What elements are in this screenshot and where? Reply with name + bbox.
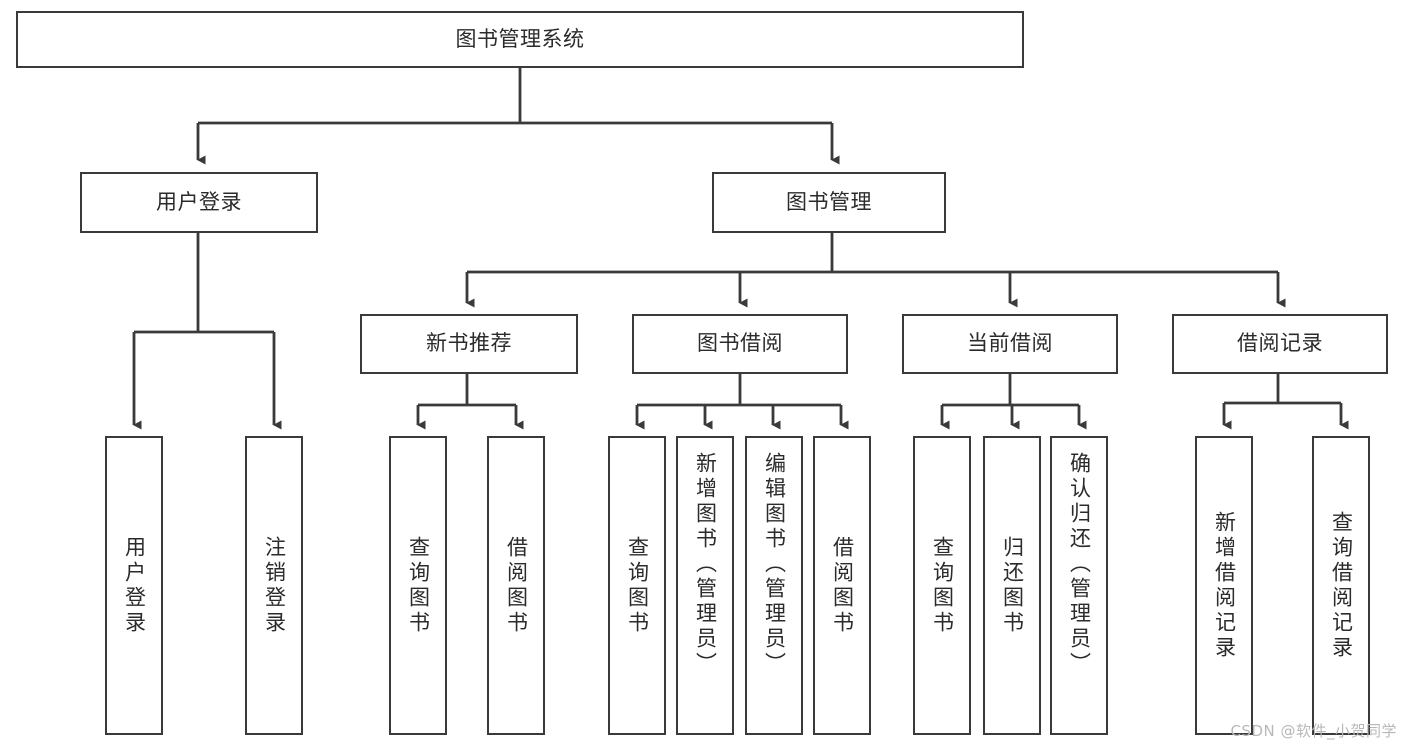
node-label: 当前借阅 xyxy=(967,331,1053,356)
node-label: 确认归还（管理员） xyxy=(1067,452,1092,677)
node-label: 注销登录 xyxy=(262,535,287,636)
node-label: 借阅记录 xyxy=(1237,331,1323,356)
leaf-borrow-record-add[interactable]: 新增借阅记录 xyxy=(1195,436,1253,735)
node-label: 归还图书 xyxy=(1000,535,1025,636)
node-label: 图书借阅 xyxy=(697,331,783,356)
leaf-book-borrow-edit[interactable]: 编辑图书（管理员） xyxy=(745,436,803,735)
node-label: 查询图书 xyxy=(930,535,955,636)
node-borrow-record[interactable]: 借阅记录 xyxy=(1172,314,1388,374)
leaf-user-login-login[interactable]: 用户登录 xyxy=(105,436,163,735)
leaf-current-borrow-query[interactable]: 查询图书 xyxy=(913,436,971,735)
node-label: 新增借阅记录 xyxy=(1212,510,1237,661)
node-root-book-management-system[interactable]: 图书管理系统 xyxy=(16,11,1024,68)
node-label: 借阅图书 xyxy=(830,535,855,636)
node-current-borrow[interactable]: 当前借阅 xyxy=(902,314,1118,374)
node-label: 新书推荐 xyxy=(426,331,512,356)
watermark-text: CSDN @软件_小贺同学 xyxy=(1230,722,1397,740)
node-label: 用户登录 xyxy=(122,535,147,636)
node-label: 图书管理系统 xyxy=(455,26,585,51)
leaf-book-borrow-query[interactable]: 查询图书 xyxy=(608,436,666,735)
leaf-new-book-borrow[interactable]: 借阅图书 xyxy=(487,436,545,735)
node-book-management[interactable]: 图书管理 xyxy=(712,172,946,233)
node-label: 借阅图书 xyxy=(504,535,529,636)
leaf-current-borrow-confirm-return[interactable]: 确认归还（管理员） xyxy=(1050,436,1108,735)
leaf-new-book-query[interactable]: 查询图书 xyxy=(389,436,447,735)
node-label: 图书管理 xyxy=(786,189,872,214)
node-label: 用户登录 xyxy=(156,189,242,214)
leaf-user-login-logout[interactable]: 注销登录 xyxy=(245,436,303,735)
node-label: 编辑图书（管理员） xyxy=(762,452,787,677)
node-label: 查询图书 xyxy=(625,535,650,636)
node-label: 新增图书（管理员） xyxy=(693,452,718,677)
leaf-book-borrow-add[interactable]: 新增图书（管理员） xyxy=(676,436,734,735)
node-label: 查询借阅记录 xyxy=(1329,510,1354,661)
node-new-book-recommend[interactable]: 新书推荐 xyxy=(360,314,578,374)
node-label: 查询图书 xyxy=(406,535,431,636)
node-user-login[interactable]: 用户登录 xyxy=(80,172,318,233)
leaf-current-borrow-return[interactable]: 归还图书 xyxy=(983,436,1041,735)
node-book-borrow[interactable]: 图书借阅 xyxy=(632,314,848,374)
leaf-book-borrow-borrow[interactable]: 借阅图书 xyxy=(813,436,871,735)
leaf-borrow-record-query[interactable]: 查询借阅记录 xyxy=(1312,436,1370,735)
